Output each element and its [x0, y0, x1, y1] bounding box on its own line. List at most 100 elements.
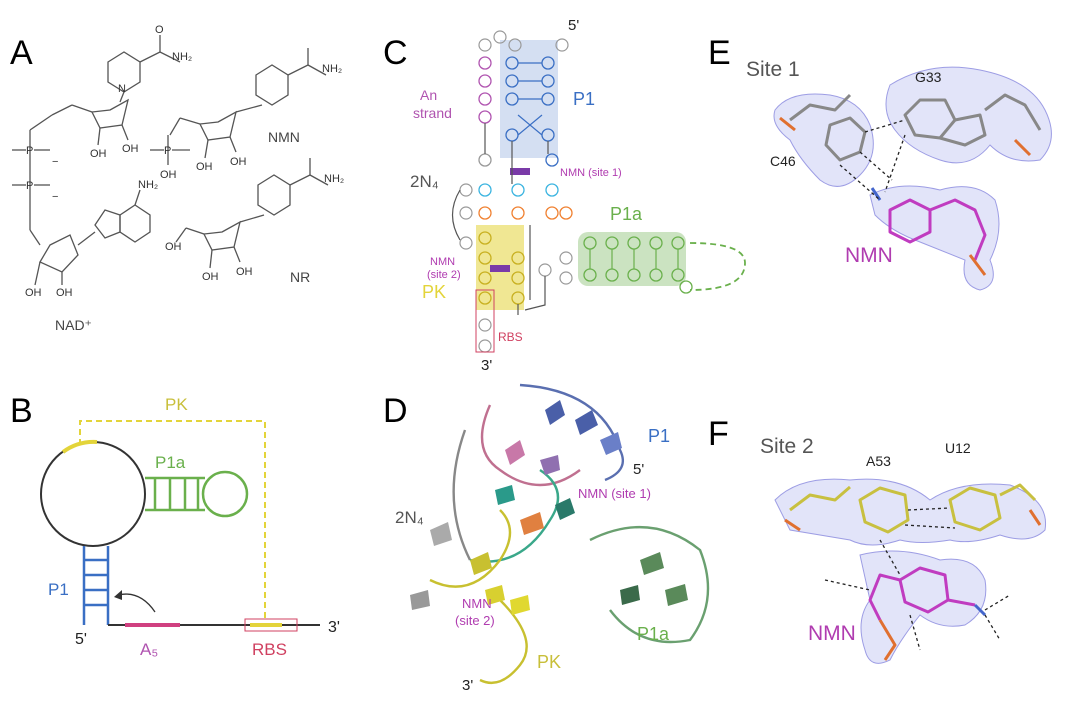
nmn-label-f: NMN: [808, 622, 856, 645]
p1-label-c: P1: [573, 89, 595, 109]
p1a-loop-b: [201, 470, 249, 518]
an-label-2: strand: [413, 105, 452, 121]
curved-arrow-b-head: [114, 590, 122, 600]
nmn-mark-2: [490, 265, 510, 272]
nmn-oh2: OH: [230, 156, 247, 168]
three-prime-c: 3': [481, 357, 492, 374]
nmn-label-e: NMN: [845, 244, 893, 267]
panel-c: C: [383, 17, 746, 374]
rbs-box: [244, 618, 298, 632]
nr-atoms: NH₂ OH OH OH: [165, 173, 344, 283]
curved-arrow-b: [117, 593, 156, 613]
p1a-label-d: P1a: [637, 624, 670, 644]
nad-nh2-adenine: NH₂: [138, 179, 158, 191]
panel-letter-d: D: [383, 392, 408, 430]
nad-p1: P: [26, 145, 33, 157]
pk-loop-segment: [61, 439, 98, 454]
panel-b: B PK P1a P1 5' A₅: [10, 392, 340, 659]
panel-letter-b: B: [10, 392, 33, 430]
a5-label: A₅: [140, 640, 158, 659]
nmn-site2-c-1: NMN: [430, 256, 455, 268]
p1-pairs: [517, 62, 543, 136]
panel-f: F Site 2 A53 U12: [708, 415, 1047, 664]
nad-n-plus: N: [118, 83, 126, 95]
p1a-label-b: P1a: [155, 453, 186, 472]
pk-label-d: PK: [537, 652, 561, 672]
nmn-structure: [150, 48, 327, 165]
nad-o-carbonyl: O: [155, 24, 164, 36]
nmn-site1-d: NMN (site 1): [578, 486, 651, 501]
pk-dashed-line: [79, 420, 266, 622]
nr-oh2: OH: [202, 271, 219, 283]
nad-minus-1: −: [52, 156, 58, 168]
a-strand-nts: [478, 56, 492, 124]
panel-letter-f: F: [708, 415, 729, 453]
twon4-label-d: 2N₄: [395, 508, 424, 527]
p1-label-b: P1: [48, 580, 69, 599]
p1a-label-c: P1a: [610, 204, 643, 224]
nmn-site2-c-2: (site 2): [427, 269, 461, 281]
rbs-box-c: [475, 289, 495, 353]
panel-letter-c: C: [383, 34, 408, 72]
nmn-oh1: OH: [196, 161, 213, 173]
top-loop-nts: [478, 30, 569, 52]
panel-a: A N NH₂ O: [10, 24, 344, 333]
nmn-p: P: [164, 145, 171, 157]
ribbon-blocks: [410, 400, 688, 615]
panel-letter-a: A: [10, 34, 33, 72]
nad-label: NAD⁺: [55, 317, 92, 333]
nmn-mark-1: [510, 168, 530, 175]
an-label-1: An: [420, 87, 437, 103]
three-prime-b: 3': [328, 619, 340, 636]
a53-label: A53: [866, 453, 891, 469]
nr-label: NR: [290, 269, 310, 285]
nr-oh1: OH: [165, 241, 182, 253]
c46-label: C46: [770, 153, 796, 169]
nr-structure: [175, 158, 329, 269]
nad-oh4: OH: [56, 287, 73, 299]
three-prime-d: 3': [462, 677, 473, 694]
rbs-label-b: RBS: [252, 640, 287, 659]
hbonds-e: [839, 119, 906, 201]
twon4-label-c: 2N₄: [410, 172, 439, 191]
nr-nh2: NH₂: [324, 173, 344, 185]
nmn-site2-d-2: (site 2): [455, 613, 495, 628]
nmn-oh3: OH: [160, 169, 177, 181]
pk-label-b: PK: [165, 395, 188, 414]
nmn-site2-d-1: NMN: [462, 596, 492, 611]
big-loop: [40, 441, 146, 547]
five-prime-d: 5': [633, 461, 644, 478]
five-prime-c: 5': [568, 17, 579, 34]
p1a-dashed-loop: [689, 242, 746, 291]
panel-letter-e: E: [708, 34, 731, 72]
nmn-site1-c: NMN (site 1): [560, 167, 622, 179]
panel-e: E Site 1 G33 C46 NMN: [708, 34, 1052, 291]
p1a-helix-b: [145, 476, 205, 512]
nad-atoms: N NH₂ O P P OH OH OH OH NH₂ − −: [25, 24, 192, 299]
nad-nh2: NH₂: [172, 51, 192, 63]
panel-d: D P1 5': [383, 383, 710, 694]
molecules-f: [784, 483, 1042, 661]
p1-label-d: P1: [648, 426, 670, 446]
density-mesh-e: [773, 66, 1052, 291]
five-prime-b: 5': [75, 631, 87, 648]
p1a-pairs: [589, 249, 679, 269]
p1a-box: [578, 232, 686, 286]
nad-p2: P: [26, 180, 33, 192]
p1-helix-b: [82, 546, 110, 625]
nad-oh3: OH: [25, 287, 42, 299]
site1-label: Site 1: [746, 58, 800, 81]
site2-label: Site 2: [760, 435, 814, 458]
u12-label: U12: [945, 440, 971, 456]
pk-label-c: PK: [422, 282, 446, 302]
nr-oh3: OH: [236, 266, 253, 278]
nad-oh2: OH: [122, 143, 139, 155]
molecules-e: [779, 93, 1042, 276]
nmn-nh2: NH₂: [322, 63, 342, 75]
backbone-c: [451, 123, 549, 315]
g33-label: G33: [915, 69, 942, 85]
rbs-label-c: RBS: [498, 330, 523, 344]
junction-nts: [478, 153, 573, 220]
hbonds-f: [824, 507, 1011, 651]
nad-oh1: OH: [90, 148, 107, 160]
